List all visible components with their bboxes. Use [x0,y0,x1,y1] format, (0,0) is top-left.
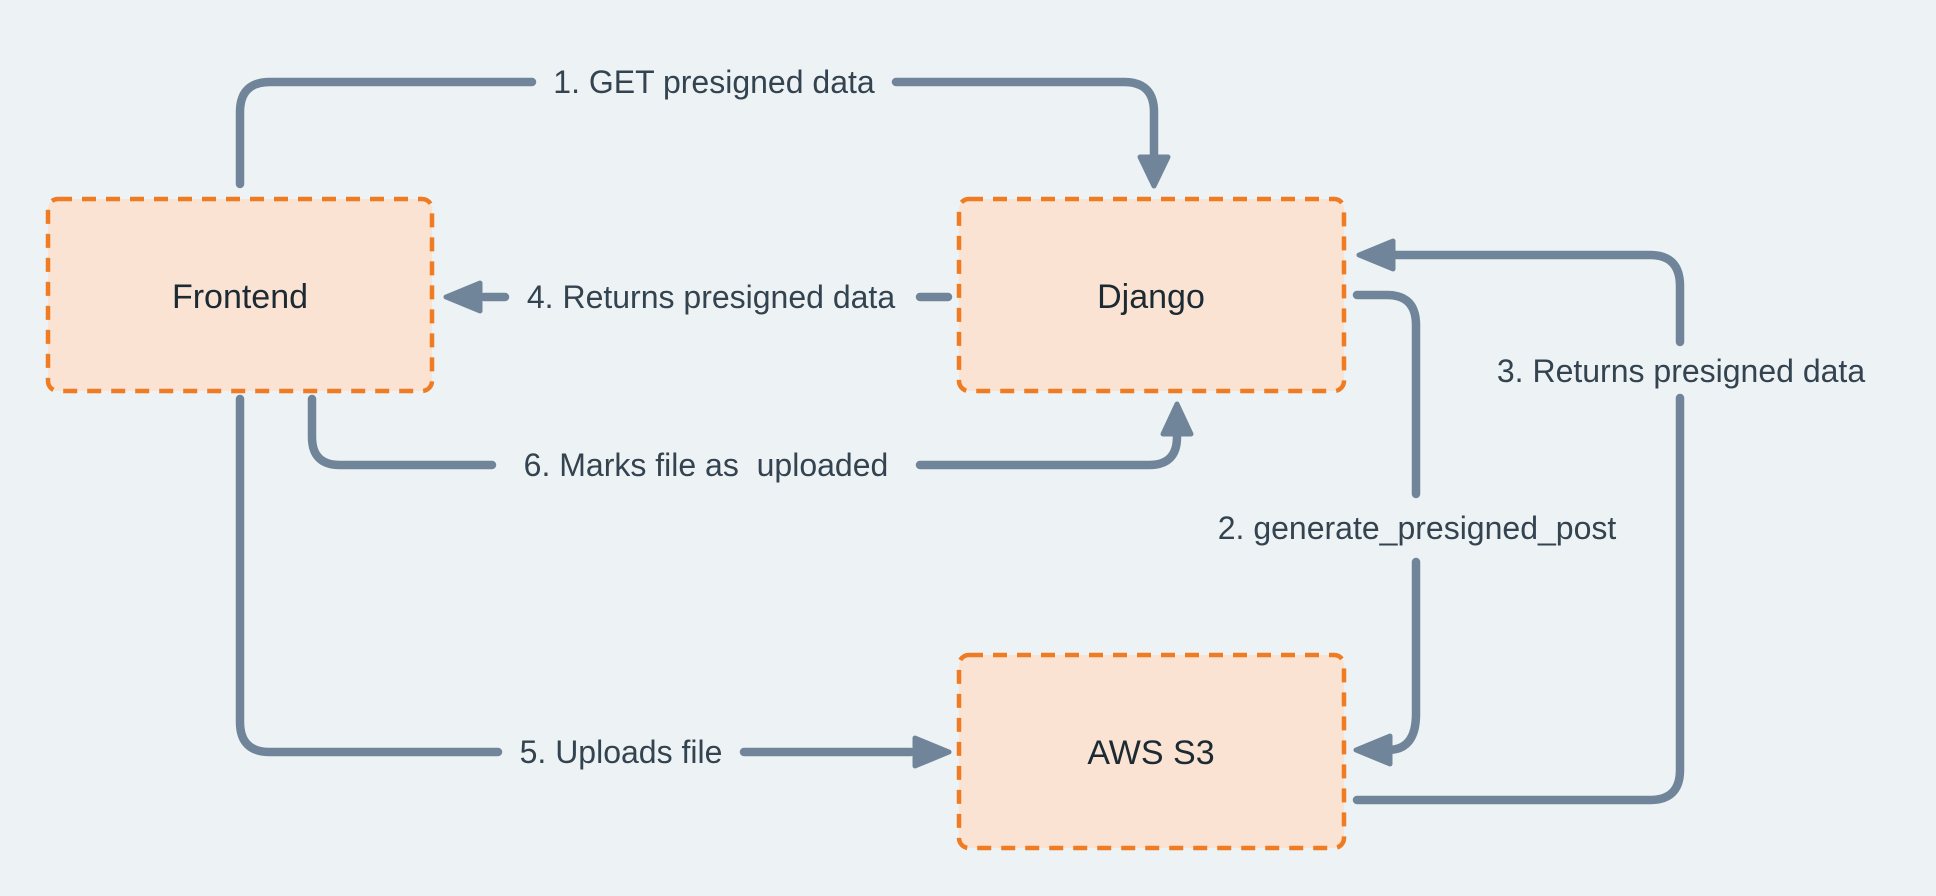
edge-2-label: 2. generate_presigned_post [1218,510,1617,546]
edge-marks-file-as-uploaded: 6. Marks file as uploaded [307,394,1194,483]
edge-get-presigned-data: 1. GET presigned data [235,64,1171,189]
edge-4-arrowhead-left-icon [443,280,483,314]
edge-1-line [235,77,1159,189]
edge-2-line [1352,290,1421,755]
django-box [956,196,1347,394]
aws-s3-label: AWS S3 [1087,734,1214,772]
edge-4-label: 4. Returns presigned data [527,279,895,315]
edge-6-arrowhead-up-icon [1160,401,1194,437]
node-frontend: Frontend [45,196,435,394]
edge-6-line [307,394,1182,470]
edge-3-arrowhead-left-icon [1356,238,1396,272]
aws-s3-box [956,652,1347,851]
edge-5-label: 5. Uploads file [520,734,723,770]
node-django: Django [956,196,1347,394]
edge-uploads-file: 5. Uploads file [235,394,952,770]
edge-returns-presigned-data-to-django: 3. Returns presigned data [1352,238,1865,805]
edge-returns-presigned-data-to-frontend: 4. Returns presigned data [443,279,953,315]
edge-generate-presigned-post: 2. generate_presigned_post [1218,290,1617,767]
edge-5-arrowhead-right-icon [912,735,952,769]
edge-3-line [1352,250,1685,805]
edge-5-line [235,394,916,757]
edge-1-arrowhead-down-icon [1137,154,1171,189]
django-label: Django [1097,278,1205,316]
edge-2-arrowhead-left-icon [1353,733,1393,767]
edge-1-label: 1. GET presigned data [553,64,875,100]
frontend-box [45,196,435,394]
frontend-label: Frontend [172,278,308,316]
node-aws-s3: AWS S3 [956,652,1347,851]
edge-6-label: 6. Marks file as uploaded [524,447,889,483]
edge-3-label: 3. Returns presigned data [1497,353,1865,389]
